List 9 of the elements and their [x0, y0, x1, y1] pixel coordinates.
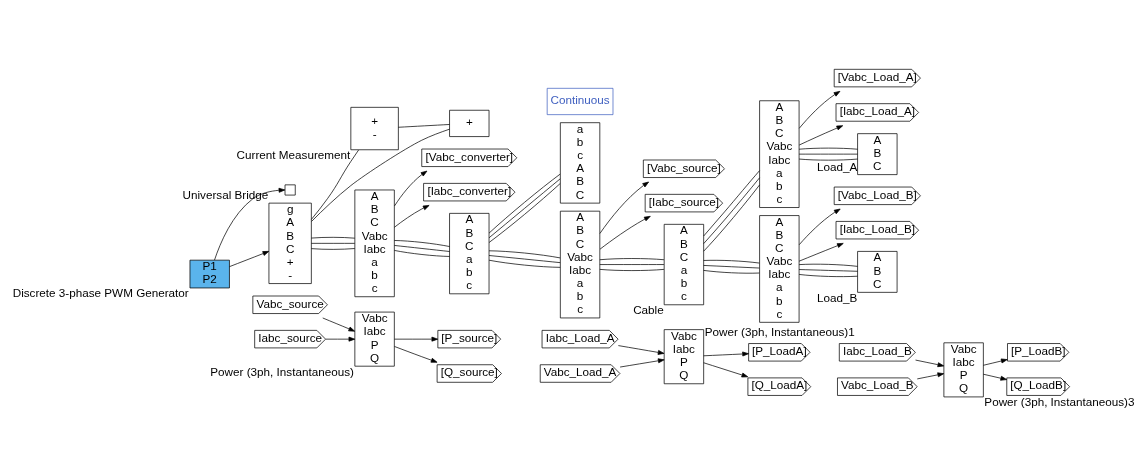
node-label: Power (3ph, Instantaneous)1 — [704, 324, 855, 338]
node-label: Power (3ph, Instantaneous) — [210, 364, 354, 378]
node-label: Discrete 3-phase PWM Generator — [12, 285, 189, 299]
node-label: Cable — [633, 302, 664, 316]
node-label: Load_A — [816, 159, 858, 173]
node-label: Universal Bridge — [182, 187, 269, 201]
node-label: Current Measurement — [236, 147, 351, 161]
node-label: Load_B — [816, 290, 858, 304]
node-label: Power (3ph, Instantaneous)3 — [984, 394, 1135, 408]
